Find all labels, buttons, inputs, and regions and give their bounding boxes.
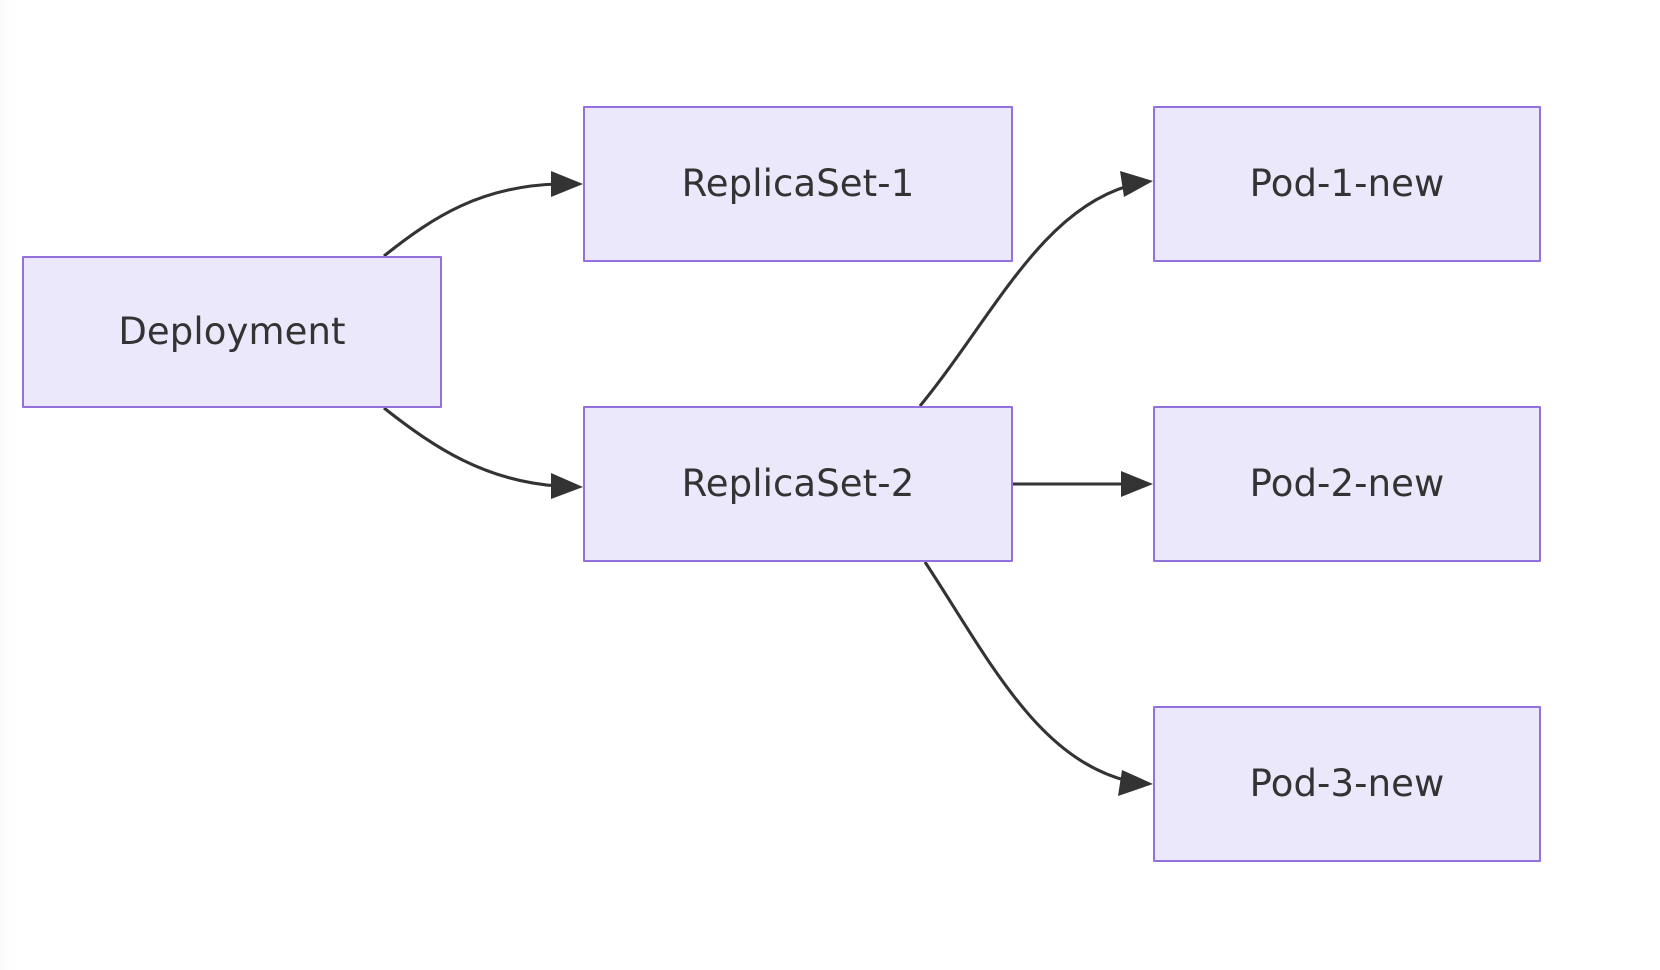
edge-path-replicaset2-pod1new [918, 184, 1129, 407]
edge-deployment-to-replicaset1 [383, 171, 583, 258]
node-label-replicaset-1: ReplicaSet-1 [681, 161, 915, 205]
node-label-pod-1-new: Pod-1-new [1249, 161, 1445, 205]
arrowhead-replicaset2-pod1new [1120, 171, 1153, 197]
node-label-pod-2-new: Pod-2-new [1249, 461, 1445, 505]
arrowhead-deployment-replicaset1 [551, 171, 583, 197]
node-replicaset-2[interactable]: ReplicaSet-2 [583, 406, 1013, 562]
edge-path-deployment-replicaset2 [383, 406, 559, 488]
edge-path-deployment-replicaset1 [383, 182, 559, 258]
edge-replicaset2-to-pod2new [1013, 471, 1153, 497]
edge-deployment-to-replicaset2 [383, 406, 583, 499]
arrowhead-replicaset2-pod2new [1121, 471, 1153, 497]
node-deployment[interactable]: Deployment [22, 256, 442, 408]
node-pod-3-new[interactable]: Pod-3-new [1153, 706, 1541, 862]
arrowhead-replicaset2-pod3new [1118, 770, 1153, 796]
node-label-replicaset-2: ReplicaSet-2 [681, 461, 915, 505]
edge-replicaset2-to-pod3new [923, 561, 1153, 796]
edge-replicaset2-to-pod1new [918, 171, 1153, 407]
arrowhead-deployment-replicaset2 [551, 473, 583, 499]
node-pod-2-new[interactable]: Pod-2-new [1153, 406, 1541, 562]
node-label-deployment: Deployment [118, 309, 346, 353]
node-pod-1-new[interactable]: Pod-1-new [1153, 106, 1541, 262]
edge-path-replicaset2-pod3new [923, 561, 1129, 783]
node-label-pod-3-new: Pod-3-new [1249, 761, 1445, 805]
node-replicaset-1[interactable]: ReplicaSet-1 [583, 106, 1013, 262]
